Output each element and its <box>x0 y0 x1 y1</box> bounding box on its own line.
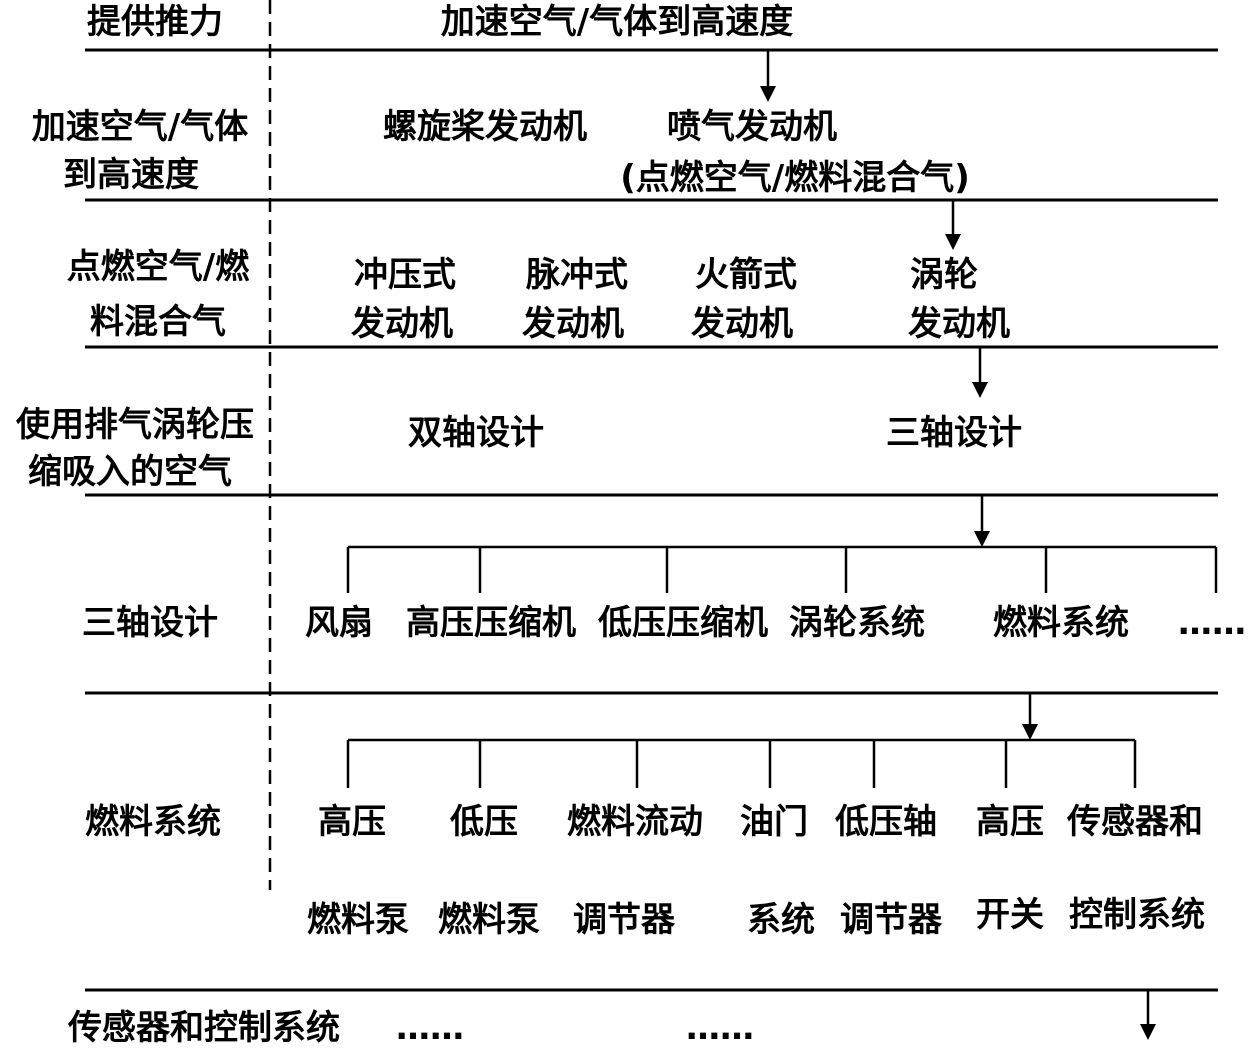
row-label-three-spool: 三轴设计 <box>82 603 218 643</box>
row-label-exhaust-line2: 缩吸入的空气 <box>28 452 232 492</box>
node-three-spool: 三轴设计 <box>886 413 1022 453</box>
node-jet-engine-note: (点燃空气/燃料混合气) <box>620 158 970 198</box>
node-ramjet-line1: 冲压式 <box>354 255 456 295</box>
row-label-fuel-system: 燃料系统 <box>85 802 221 842</box>
node-lp-shaft-regulator-line2: 调节器 <box>840 900 942 940</box>
node-ramjet-line2: 发动机 <box>351 304 453 344</box>
node-accelerate-air: 加速空气/气体到高速度 <box>440 2 794 42</box>
node-lp-shaft-regulator-line1: 低压轴 <box>835 802 937 842</box>
node-two-spool: 双轴设计 <box>408 413 544 453</box>
row-label-thrust: 提供推力 <box>87 2 223 42</box>
down-arrow <box>1022 693 1038 740</box>
node-pulsejet-line2: 发动机 <box>522 304 624 344</box>
down-arrow <box>1140 990 1156 1040</box>
down-arrow <box>945 200 961 250</box>
node-lp-fuel-pump-line2: 燃料泵 <box>438 900 540 940</box>
node-sensors-control-line2: 控制系统 <box>1069 895 1205 935</box>
row-label-accelerate-line1: 加速空气/气体 <box>31 107 249 147</box>
node-lp-compressor: 低压压缩机 <box>598 603 768 643</box>
node-throttle-line1: 油门 <box>740 802 808 842</box>
node-fuel-flow-regulator-line2: 调节器 <box>573 900 675 940</box>
node-fan: 风扇 <box>305 603 373 643</box>
node-more: …… <box>1178 603 1246 643</box>
row-label-accelerate-line2: 到高速度 <box>63 155 199 195</box>
node-fuel-system: 燃料系统 <box>993 603 1129 643</box>
node-lp-fuel-pump-line1: 低压 <box>450 802 518 842</box>
node-rocket-line1: 火箭式 <box>695 255 797 295</box>
node-hp-fuel-pump-line2: 燃料泵 <box>307 900 409 940</box>
row-label-exhaust-line1: 使用排气涡轮压 <box>16 405 254 445</box>
down-arrow <box>760 50 776 102</box>
row-label-sensors-control: 传感器和控制系统 <box>68 1008 340 1048</box>
node-hp-switch-line2: 开关 <box>976 895 1044 935</box>
node-sensors-control-line1: 传感器和 <box>1067 802 1203 842</box>
node-more: …… <box>396 1008 464 1048</box>
node-propeller-engine: 螺旋桨发动机 <box>383 107 587 147</box>
down-arrow <box>974 495 990 547</box>
node-throttle-line2: 系统 <box>747 900 815 940</box>
bracket-fuel-system <box>346 738 1137 788</box>
node-pulsejet-line1: 脉冲式 <box>526 255 628 295</box>
row-label-ignite-line2: 料混合气 <box>90 302 226 342</box>
node-fuel-flow-regulator-line1: 燃料流动 <box>567 802 703 842</box>
down-arrow <box>972 347 988 398</box>
node-hp-compressor: 高压压缩机 <box>406 603 576 643</box>
node-more: …… <box>686 1008 754 1048</box>
node-hp-fuel-pump-line1: 高压 <box>318 802 386 842</box>
node-hp-switch-line1: 高压 <box>976 802 1044 842</box>
node-turbine-system: 涡轮系统 <box>789 603 925 643</box>
node-turbine-line2: 发动机 <box>908 304 1010 344</box>
node-turbine-line1: 涡轮 <box>910 255 978 295</box>
node-jet-engine: 喷气发动机 <box>667 107 837 147</box>
bracket-three-spool <box>346 545 1218 593</box>
node-rocket-line2: 发动机 <box>691 304 793 344</box>
row-label-ignite-line1: 点燃空气/燃 <box>66 247 250 287</box>
